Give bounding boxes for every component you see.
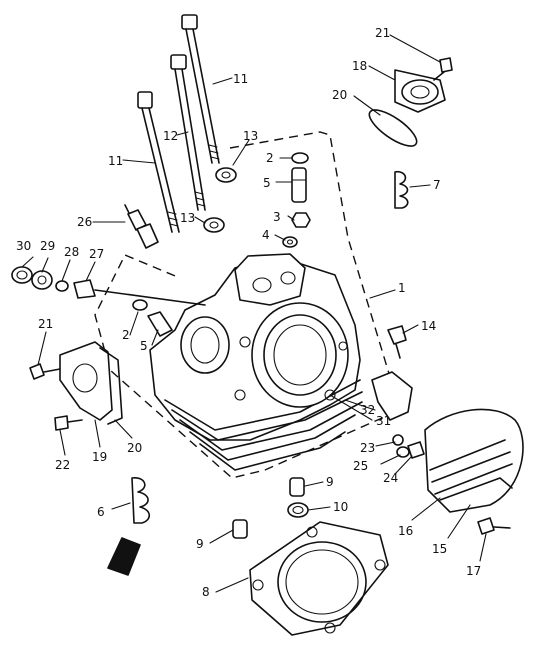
callout-20-upper: 20 [332, 88, 347, 102]
callout-24: 24 [383, 471, 398, 485]
cylinder-head-bolt-11-left [137, 91, 180, 233]
callout-3: 3 [273, 210, 281, 224]
callout-1: 1 [398, 281, 406, 295]
sleeve-5-lower [147, 311, 173, 337]
side-cover-16 [424, 408, 524, 513]
callout-20-lower: 20 [127, 441, 142, 455]
callout-5-upper: 5 [263, 176, 271, 190]
callout-26: 26 [77, 215, 92, 229]
callout-labels: 11 12 11 13 13 2 5 3 4 21 18 20 7 1 14 2… [16, 26, 481, 599]
callout-23: 23 [360, 441, 375, 455]
washer-29 [31, 270, 53, 290]
gasket-20-lower [99, 347, 123, 425]
callout-5-lower: 5 [140, 339, 148, 353]
o-ring-2-lower [132, 299, 148, 311]
leader-lines [21, 34, 487, 593]
callout-4: 4 [262, 228, 270, 242]
front-arrow-icon [107, 537, 141, 576]
cylinder-head-bolt-12 [170, 54, 206, 211]
cylinder-head-bolt-11-right [181, 14, 220, 164]
callout-6: 6 [97, 505, 105, 519]
bracket-32 [371, 371, 413, 421]
callout-12: 12 [163, 129, 178, 143]
bolt-24 [407, 441, 425, 459]
sleeve-5-upper [291, 167, 307, 203]
callout-8: 8 [202, 585, 210, 599]
bolt-22 [54, 415, 83, 431]
assembly-outline [94, 131, 401, 479]
callout-9-left: 9 [196, 537, 204, 551]
callout-2-lower: 2 [122, 328, 130, 342]
callout-19: 19 [92, 450, 107, 464]
callout-9-right: 9 [326, 475, 334, 489]
callout-30: 30 [16, 239, 31, 253]
callout-29: 29 [40, 239, 55, 253]
callout-15: 15 [432, 542, 447, 556]
callout-10: 10 [333, 500, 348, 514]
tappet-cover-18 [394, 69, 446, 113]
callout-14: 14 [421, 319, 436, 333]
callout-18: 18 [352, 59, 367, 73]
callout-16: 16 [398, 524, 413, 538]
callout-2-upper: 2 [266, 151, 274, 165]
callout-21-lower: 21 [38, 317, 53, 331]
bolt-17 [477, 517, 511, 535]
bolt-21-lower [29, 363, 61, 380]
callout-32: 32 [360, 403, 375, 417]
callout-25: 25 [353, 459, 368, 473]
plug-27 [73, 279, 206, 306]
bolt-23 [392, 434, 404, 446]
cylinder-head [149, 253, 363, 471]
ring-10 [287, 502, 309, 518]
callout-22: 22 [55, 458, 70, 472]
bolt-21-upper [433, 57, 453, 81]
spring-6 [131, 477, 151, 524]
o-ring-20-upper [368, 109, 418, 147]
washer-13-upper [215, 167, 237, 183]
callout-21-upper: 21 [375, 26, 390, 40]
callout-28: 28 [64, 245, 79, 259]
callout-11-left: 11 [108, 154, 123, 168]
gasket-15 [439, 477, 513, 501]
callout-27: 27 [89, 247, 104, 261]
bolt-14 [387, 325, 407, 359]
callout-31: 31 [376, 414, 391, 428]
washer-4 [282, 236, 298, 248]
callout-13-upper: 13 [243, 129, 258, 143]
nut-3 [291, 212, 311, 228]
callout-11-right: 11 [233, 72, 248, 86]
dowel-9-right [289, 477, 305, 497]
cover-19 [59, 341, 113, 421]
o-ring-28 [55, 280, 69, 292]
callout-7: 7 [433, 178, 441, 192]
callout-13-lower: 13 [180, 211, 195, 225]
cap-30 [11, 266, 33, 284]
spark-plug-26 [124, 204, 159, 249]
spring-7 [394, 170, 409, 209]
washer-13-lower [203, 217, 225, 233]
callout-17: 17 [466, 564, 481, 578]
head-gasket-8 [249, 521, 389, 636]
o-ring-2-upper [291, 152, 309, 164]
dowel-9-left [232, 519, 248, 539]
